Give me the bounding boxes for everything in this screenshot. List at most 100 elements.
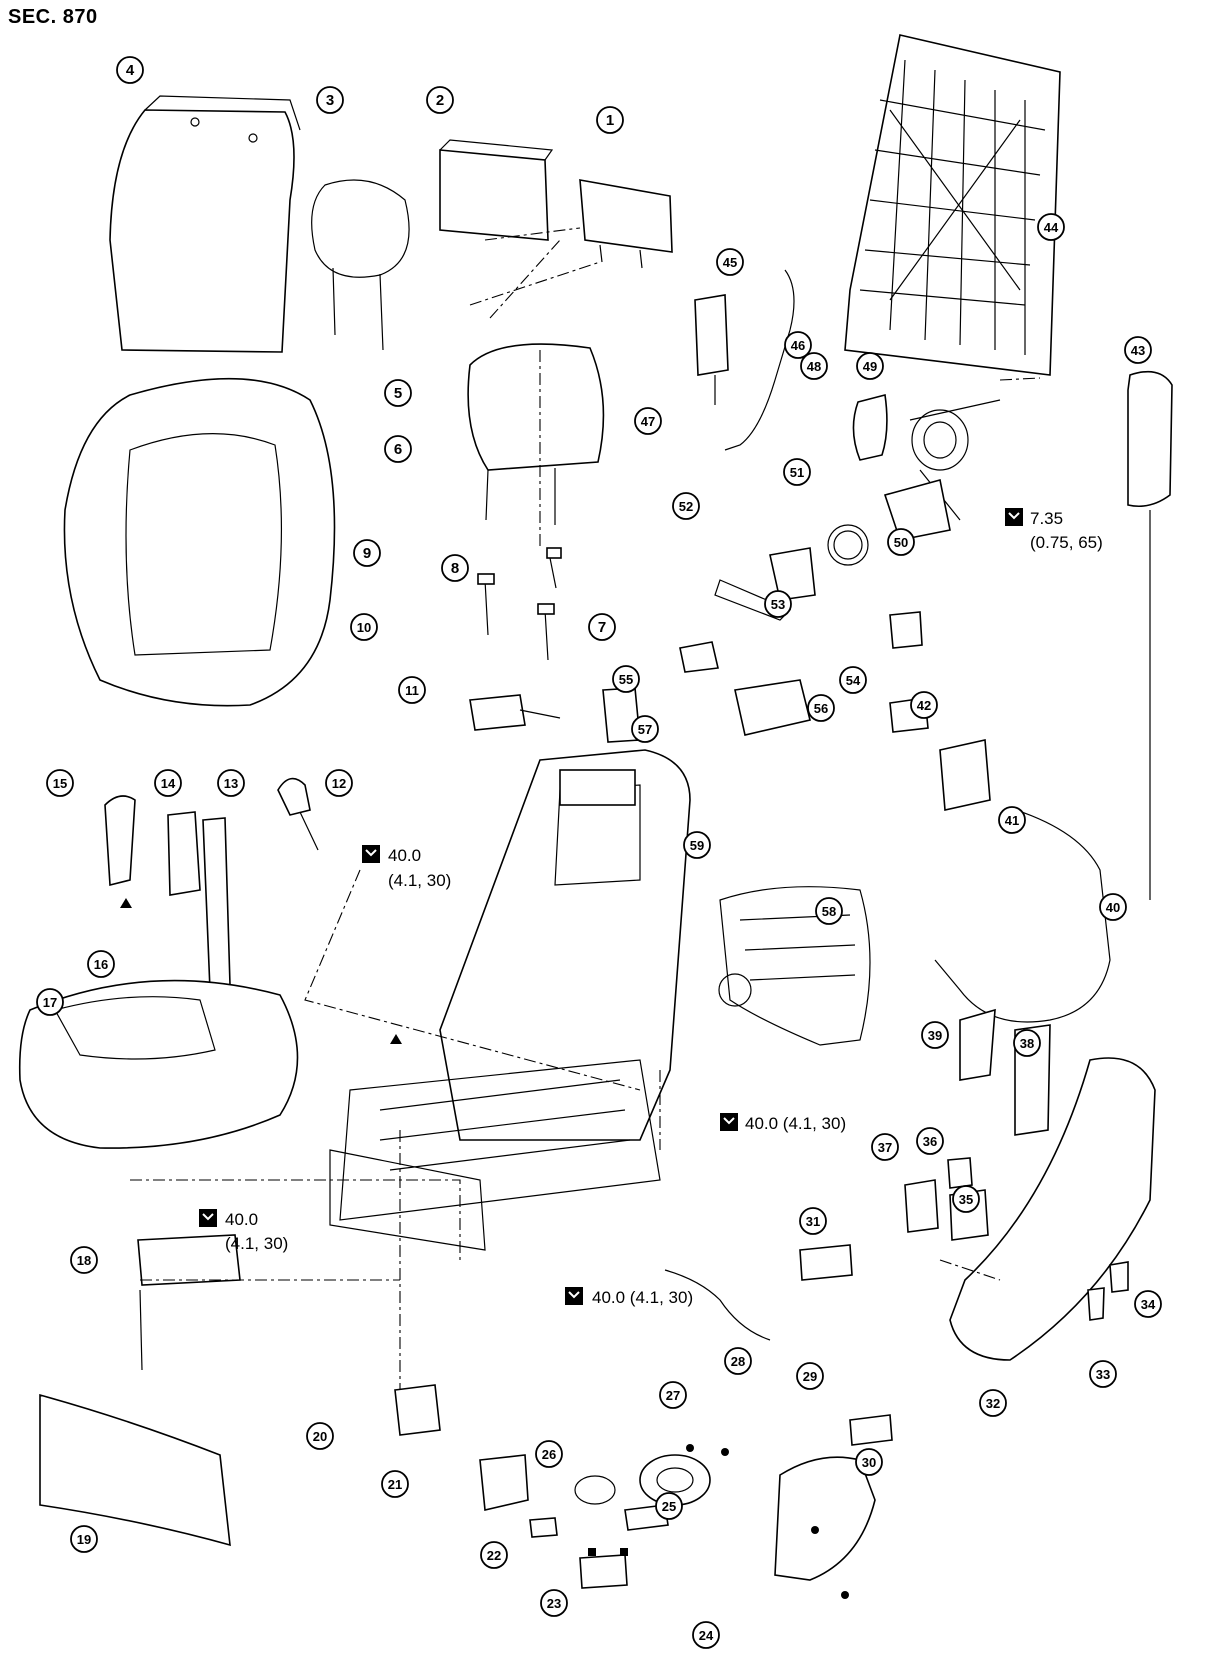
callout-39: 39: [921, 1021, 949, 1049]
callout-22: 22: [480, 1541, 508, 1569]
callout-circle: [36, 988, 64, 1016]
callout-30: 30: [855, 1448, 883, 1476]
callout-circle: [217, 769, 245, 797]
callout-number: 3: [326, 92, 334, 109]
callout-number: 53: [771, 597, 785, 612]
marker-square-icon: [588, 1548, 596, 1556]
callout-number: 27: [666, 1388, 680, 1403]
callout-number: 21: [388, 1477, 402, 1492]
callout-number: 31: [806, 1214, 820, 1229]
callout-circle: [306, 1422, 334, 1450]
callout-circle: [784, 331, 812, 359]
callout-58: 58: [815, 897, 843, 925]
callout-circle: [815, 897, 843, 925]
callout-13: 13: [217, 769, 245, 797]
callout-circle: [871, 1133, 899, 1161]
torque-spec-seat-frame-right: 40.0 (4.1, 30): [720, 1113, 846, 1133]
callout-number: 45: [723, 255, 737, 270]
callout-15: 15: [46, 769, 74, 797]
callout-43: 43: [1124, 336, 1152, 364]
callout-1: 1: [596, 106, 624, 134]
callout-11: 11: [398, 676, 426, 704]
callout-number: 22: [487, 1548, 501, 1563]
callout-circle: [1013, 1029, 1041, 1057]
callout-circle: [634, 407, 662, 435]
callout-circle: [325, 769, 353, 797]
callout-6: 6: [384, 435, 412, 463]
callout-54: 54: [839, 666, 867, 694]
section-title: SEC. 870: [8, 6, 98, 28]
torque-value: 40.0 (4.1, 30): [592, 1288, 693, 1307]
callout-circle: [426, 86, 454, 114]
clip-triangle-icon: [120, 898, 132, 908]
callout-9: 9: [353, 539, 381, 567]
callout-circle: [480, 1541, 508, 1569]
callout-circle: [692, 1621, 720, 1649]
callout-57: 57: [631, 715, 659, 743]
torque-labels: 7.35 (0.75, 65) 40.0 (4.1, 30) 40.0 (4.1…: [199, 508, 1103, 1307]
callout-41: 41: [998, 806, 1026, 834]
callout-circle: [783, 458, 811, 486]
callout-circle: [540, 1589, 568, 1617]
callout-circle: [683, 831, 711, 859]
callout-29: 29: [796, 1362, 824, 1390]
callout-circle: [1089, 1360, 1117, 1388]
callout-number: 7: [598, 619, 606, 636]
callout-circle: [1037, 213, 1065, 241]
callout-circle: [672, 492, 700, 520]
marker-dot-icon: [686, 1444, 694, 1452]
callout-49: 49: [856, 352, 884, 380]
callout-circle: [384, 379, 412, 407]
callout-circle: [316, 86, 344, 114]
callout-number: 24: [699, 1628, 714, 1643]
callout-number: 41: [1005, 813, 1019, 828]
callout-circle: [916, 1127, 944, 1155]
torque-spec-seat-frame-left: 40.0 (4.1, 30): [199, 1209, 288, 1253]
torque-value: 7.35: [1030, 509, 1063, 528]
callout-number: 57: [638, 722, 652, 737]
callout-number: 6: [394, 441, 402, 458]
callout-circle: [384, 435, 412, 463]
callout-51: 51: [783, 458, 811, 486]
callout-circle: [655, 1492, 683, 1520]
callout-number: 19: [77, 1532, 91, 1547]
callout-circle: [796, 1362, 824, 1390]
callout-27: 27: [659, 1381, 687, 1409]
callout-circle: [116, 56, 144, 84]
callout-number: 54: [846, 673, 861, 688]
callout-26: 26: [535, 1440, 563, 1468]
callout-number: 30: [862, 1455, 876, 1470]
callout-circle: [612, 665, 640, 693]
callout-number: 11: [405, 683, 419, 698]
callout-17: 17: [36, 988, 64, 1016]
callout-18: 18: [70, 1246, 98, 1274]
callout-12: 12: [325, 769, 353, 797]
callout-circle: [1124, 336, 1152, 364]
callout-number: 42: [917, 698, 931, 713]
callout-circle: [154, 769, 182, 797]
clip-triangle-icon: [390, 1034, 402, 1044]
torque-value-alt: (4.1, 30): [388, 871, 451, 890]
callout-circle: [398, 676, 426, 704]
callout-23: 23: [540, 1589, 568, 1617]
callout-circle: [998, 806, 1026, 834]
callout-circle: [353, 539, 381, 567]
callout-circle: [441, 554, 469, 582]
torque-spec-seat-frame-bottom: 40.0 (4.1, 30): [565, 1287, 693, 1307]
callout-28: 28: [724, 1347, 752, 1375]
callout-47: 47: [634, 407, 662, 435]
alignment-lines: [130, 377, 1041, 1390]
part-drawings: [18, 34, 1173, 1589]
callout-number: 32: [986, 1396, 1000, 1411]
marker-dot-icon: [811, 1526, 819, 1534]
callout-number: 34: [1141, 1297, 1156, 1312]
callout-45: 45: [716, 248, 744, 276]
callout-number: 56: [814, 701, 828, 716]
callout-number: 26: [542, 1447, 556, 1462]
callout-37: 37: [871, 1133, 899, 1161]
callout-circle: [855, 1448, 883, 1476]
callout-number: 46: [791, 338, 805, 353]
callout-number: 36: [923, 1134, 937, 1149]
callout-56: 56: [807, 694, 835, 722]
callout-21: 21: [381, 1470, 409, 1498]
